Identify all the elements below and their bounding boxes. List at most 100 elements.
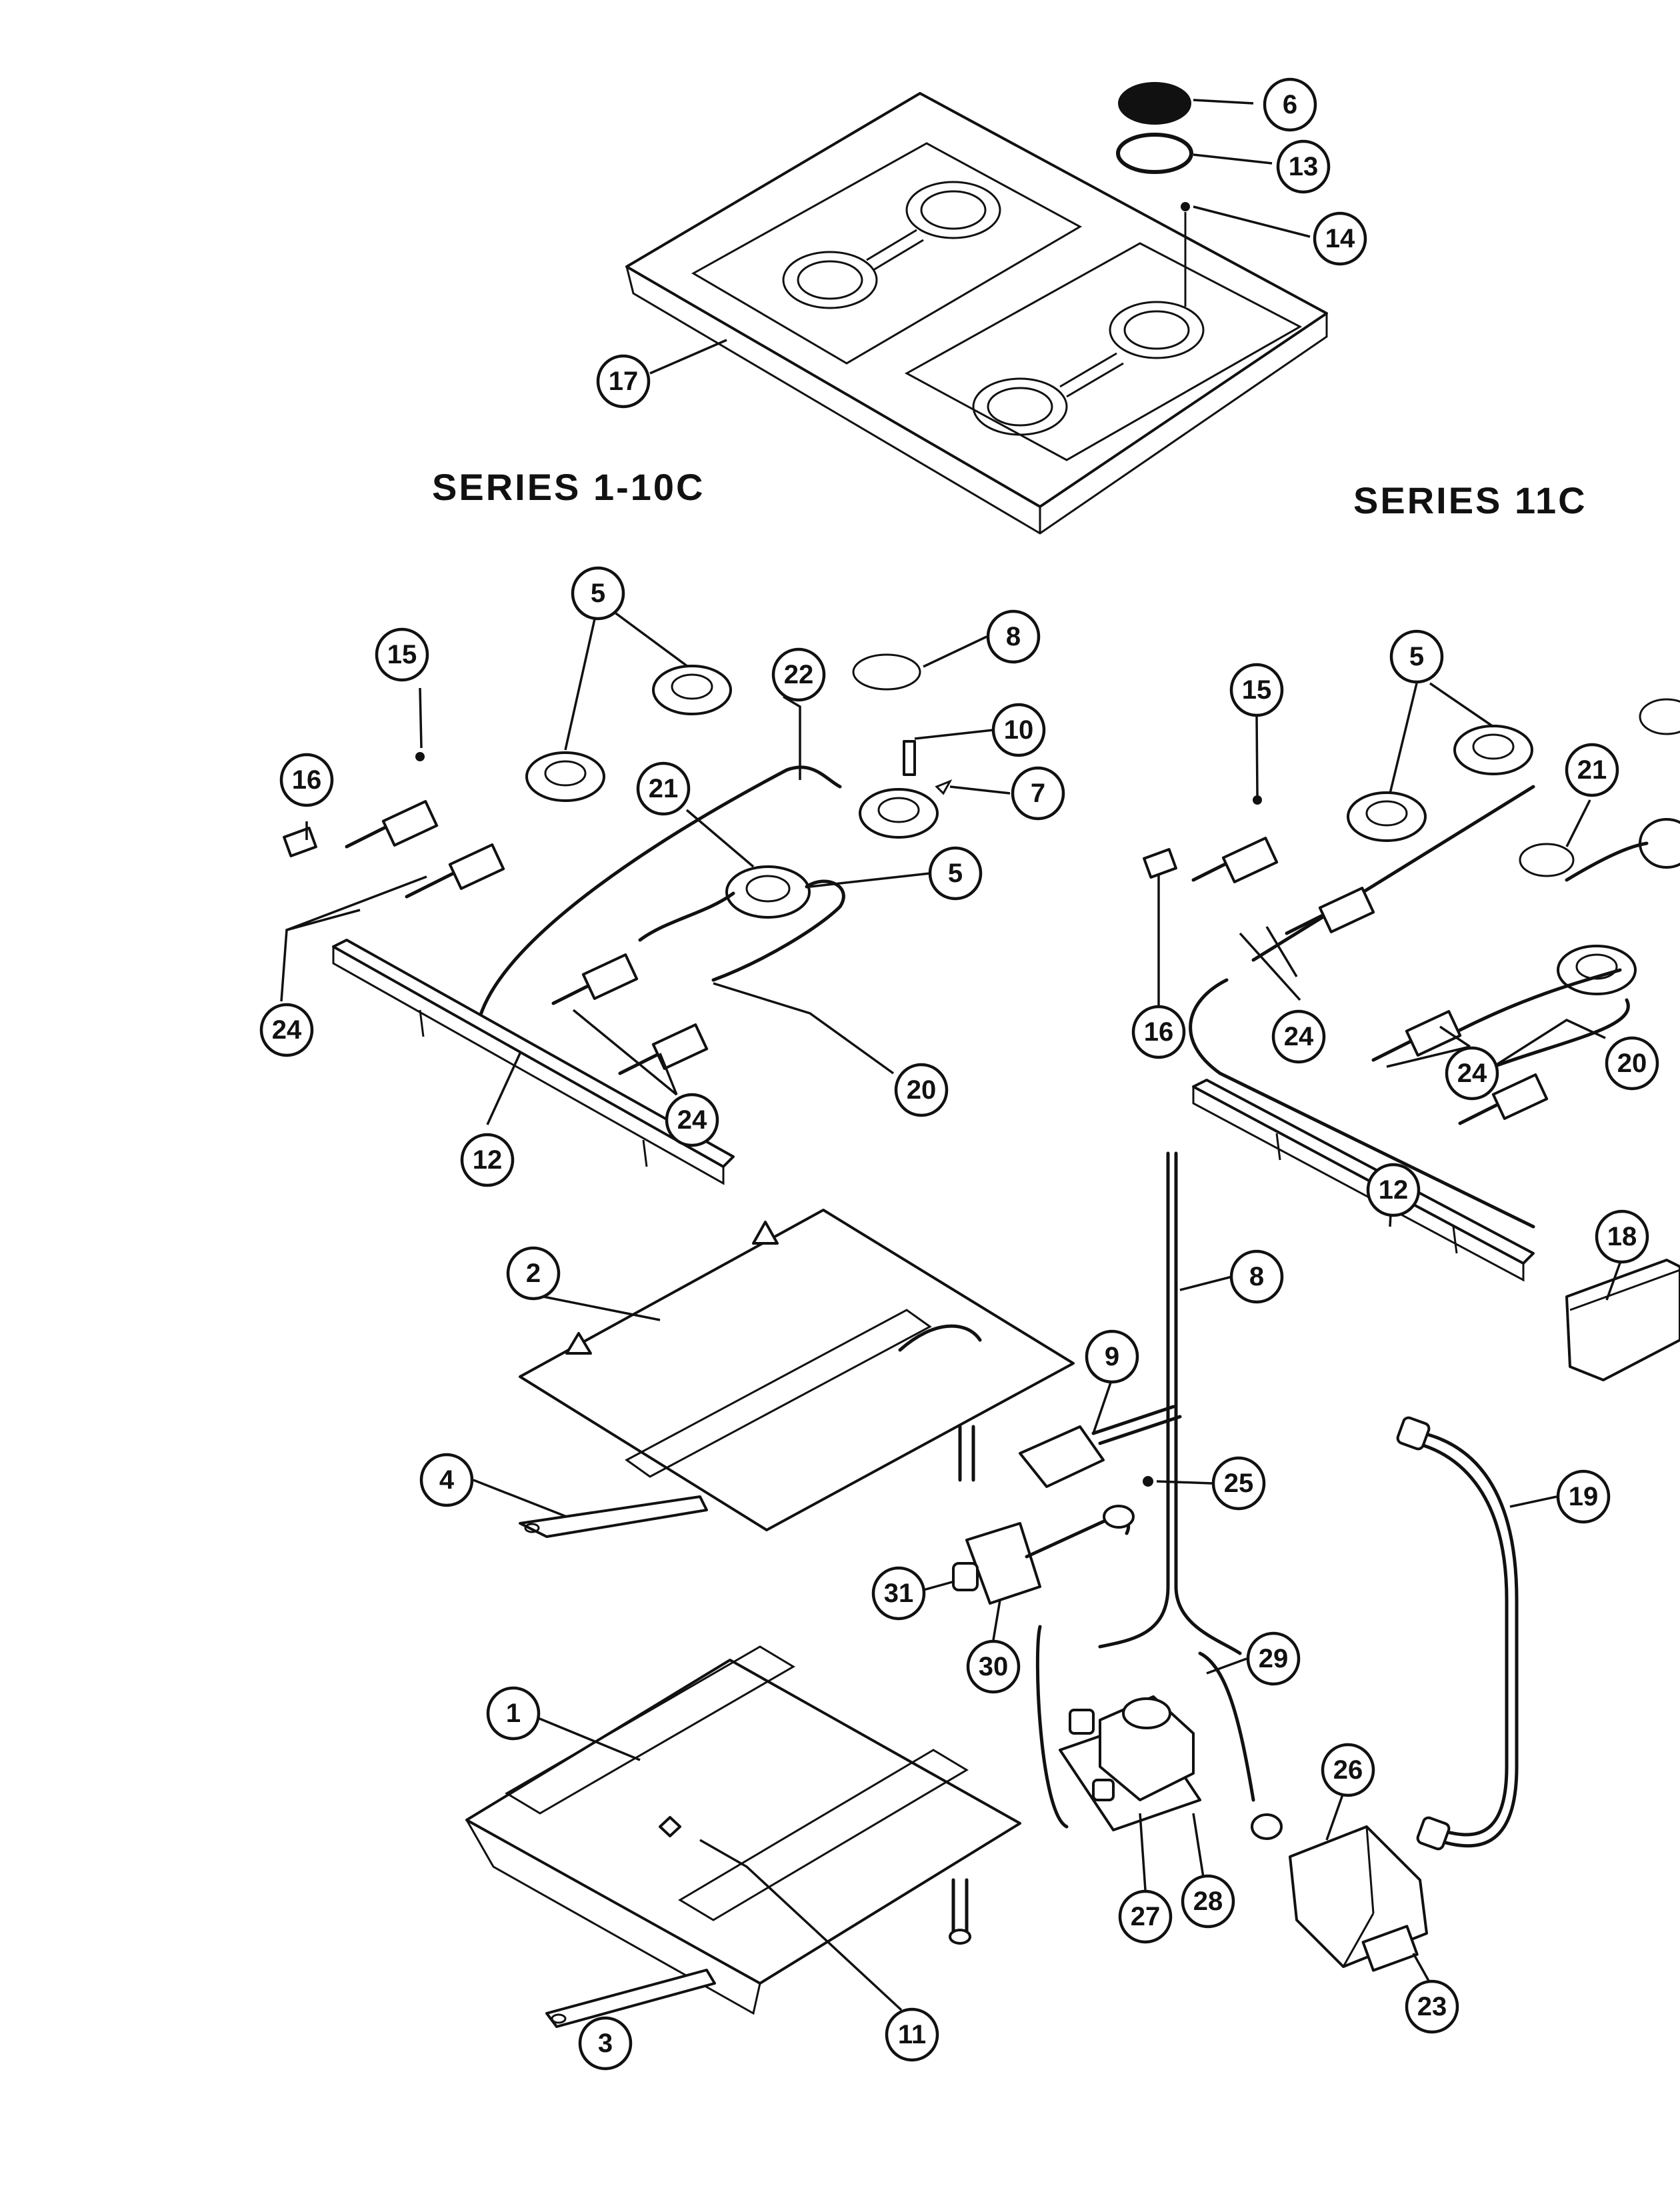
callout-16-left: 16 bbox=[279, 753, 334, 807]
svg-text:28: 28 bbox=[1193, 1887, 1223, 1916]
valve-part-23-26 bbox=[1251, 1813, 1428, 1972]
bracket-part-3 bbox=[545, 1969, 716, 2028]
svg-text:24: 24 bbox=[1457, 1059, 1487, 1088]
callout-8-left: 8 bbox=[986, 609, 1041, 664]
gas-line-part-8 bbox=[1098, 1151, 1242, 1655]
callout-12-right: 12 bbox=[1366, 1163, 1421, 1217]
svg-text:7: 7 bbox=[1031, 779, 1045, 808]
callout-24-right-lower: 24 bbox=[1445, 1046, 1499, 1101]
svg-text:5: 5 bbox=[591, 579, 605, 608]
callout-21-left: 21 bbox=[636, 761, 691, 816]
callout-7: 7 bbox=[1011, 766, 1065, 821]
svg-text:16: 16 bbox=[1144, 1017, 1174, 1047]
series-label-right: SERIES 11C bbox=[1353, 479, 1587, 521]
callout-10: 10 bbox=[991, 703, 1046, 757]
svg-text:24: 24 bbox=[1284, 1022, 1314, 1051]
callout-24-left-outer: 24 bbox=[259, 1003, 314, 1057]
svg-text:4: 4 bbox=[439, 1465, 455, 1495]
series-label-left: SERIES 1-10C bbox=[432, 466, 705, 508]
callout-13: 13 bbox=[1276, 139, 1331, 194]
svg-text:5: 5 bbox=[1409, 642, 1424, 671]
svg-text:27: 27 bbox=[1131, 1902, 1161, 1931]
svg-text:5: 5 bbox=[948, 859, 963, 888]
screw-part-25 bbox=[1143, 1476, 1153, 1487]
svg-text:13: 13 bbox=[1289, 152, 1319, 181]
cooktop-part-17 bbox=[625, 92, 1328, 535]
callout-27: 27 bbox=[1118, 1889, 1173, 1944]
svg-text:14: 14 bbox=[1325, 224, 1355, 253]
callout-5-left-bottom: 5 bbox=[928, 846, 983, 901]
callout-5-right: 5 bbox=[1389, 629, 1444, 684]
callout-20-left: 20 bbox=[894, 1063, 949, 1117]
callout-12-left: 12 bbox=[460, 1133, 515, 1187]
callout-19: 19 bbox=[1556, 1469, 1611, 1524]
callout-14: 14 bbox=[1313, 211, 1367, 266]
svg-text:3: 3 bbox=[598, 2029, 613, 2058]
svg-text:19: 19 bbox=[1569, 1482, 1599, 1511]
callout-4: 4 bbox=[419, 1453, 474, 1507]
igniter-part-9 bbox=[1019, 1405, 1182, 1488]
callout-17: 17 bbox=[596, 354, 651, 409]
callout-15-right: 15 bbox=[1229, 663, 1284, 717]
svg-text:26: 26 bbox=[1333, 1755, 1363, 1785]
burner-base-part-1 bbox=[465, 1645, 1021, 2015]
orifice-part-30-31 bbox=[952, 1505, 1135, 1605]
callout-24-right-upper: 24 bbox=[1271, 1009, 1326, 1064]
burner-base-part-2 bbox=[519, 1209, 1075, 1531]
svg-text:23: 23 bbox=[1417, 1992, 1447, 2021]
callout-1: 1 bbox=[486, 1686, 541, 1741]
svg-text:21: 21 bbox=[1577, 755, 1607, 785]
svg-text:29: 29 bbox=[1259, 1644, 1289, 1673]
svg-text:24: 24 bbox=[677, 1105, 707, 1135]
box-part-18 bbox=[1565, 1259, 1680, 1381]
svg-text:15: 15 bbox=[1242, 675, 1272, 705]
callout-25: 25 bbox=[1211, 1456, 1266, 1511]
callout-8-gas-line: 8 bbox=[1229, 1249, 1284, 1304]
regulator-part-27-28 bbox=[1035, 1625, 1255, 1831]
svg-text:17: 17 bbox=[609, 367, 639, 396]
callout-30: 30 bbox=[966, 1639, 1021, 1694]
callout-21-right: 21 bbox=[1565, 743, 1619, 797]
svg-text:6: 6 bbox=[1283, 90, 1297, 119]
svg-text:8: 8 bbox=[1006, 622, 1021, 651]
svg-text:1: 1 bbox=[506, 1699, 521, 1728]
callout-24-left-inner: 24 bbox=[665, 1093, 719, 1147]
callout-18: 18 bbox=[1595, 1209, 1649, 1264]
svg-text:30: 30 bbox=[979, 1652, 1009, 1681]
svg-text:22: 22 bbox=[784, 660, 814, 689]
callout-6: 6 bbox=[1263, 77, 1317, 132]
callout-11: 11 bbox=[885, 2007, 939, 2062]
callout-28: 28 bbox=[1181, 1874, 1235, 1929]
svg-text:9: 9 bbox=[1105, 1342, 1119, 1371]
callout-5-left-top: 5 bbox=[571, 566, 625, 621]
svg-text:21: 21 bbox=[649, 774, 679, 803]
tube-part-19 bbox=[1396, 1416, 1519, 1851]
screw-part-14 bbox=[1181, 202, 1190, 307]
svg-text:25: 25 bbox=[1224, 1469, 1254, 1498]
svg-text:24: 24 bbox=[272, 1015, 302, 1045]
callout-23: 23 bbox=[1405, 1979, 1459, 2034]
leader-lines bbox=[280, 99, 1623, 2021]
svg-text:12: 12 bbox=[1379, 1175, 1409, 1205]
callout-26: 26 bbox=[1321, 1743, 1375, 1797]
callout-29: 29 bbox=[1246, 1631, 1301, 1686]
svg-text:2: 2 bbox=[526, 1259, 541, 1288]
burner-assembly-left bbox=[283, 653, 953, 1185]
callout-22: 22 bbox=[771, 647, 826, 702]
bracket-part-4 bbox=[519, 1495, 708, 1538]
callout-31: 31 bbox=[871, 1566, 926, 1621]
burner-cap-part-6 bbox=[1118, 82, 1191, 125]
callout-2: 2 bbox=[506, 1246, 561, 1301]
svg-text:16: 16 bbox=[292, 765, 322, 795]
svg-text:20: 20 bbox=[1617, 1049, 1647, 1078]
callout-15-left: 15 bbox=[375, 627, 429, 682]
svg-text:31: 31 bbox=[884, 1579, 914, 1608]
svg-text:18: 18 bbox=[1607, 1222, 1637, 1251]
svg-text:8: 8 bbox=[1249, 1262, 1264, 1291]
svg-text:10: 10 bbox=[1004, 715, 1034, 745]
callout-3: 3 bbox=[578, 2016, 633, 2071]
svg-text:20: 20 bbox=[907, 1075, 937, 1105]
svg-text:15: 15 bbox=[387, 640, 417, 669]
callout-20-right: 20 bbox=[1605, 1036, 1659, 1091]
